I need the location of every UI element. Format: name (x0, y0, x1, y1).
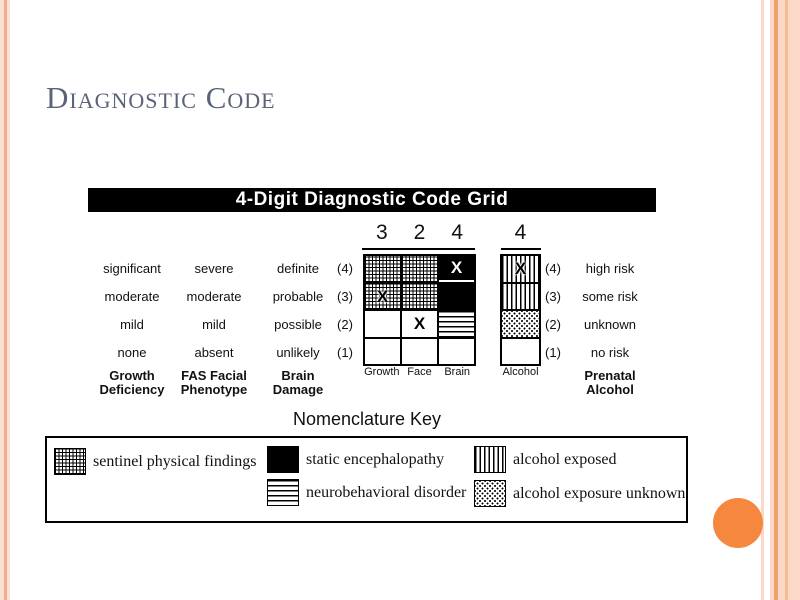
alcohol-column: X (500, 254, 541, 366)
black-fill-pattern-icon (267, 446, 299, 473)
figure-header-bar: 4-Digit Diagnostic Code Grid (88, 188, 656, 212)
key-item-neurobehavioral-disorder: neurobehavioral disorder (267, 479, 466, 506)
key-item-label: alcohol exposed (513, 450, 617, 468)
grid-cell-face-rank2: X (402, 311, 437, 337)
scale-label: none (117, 344, 147, 360)
risk-label: no risk (590, 344, 630, 360)
key-item-alcohol-exposure-unknown: alcohol exposure unknown (474, 480, 685, 507)
vertical-stripes-pattern-icon (474, 446, 506, 473)
scale-label: mild (202, 316, 226, 332)
digit-alcohol: 4 (514, 221, 527, 244)
axis-label-growth: Growth (364, 366, 400, 378)
grid-cell-brain-rank2 (439, 311, 474, 337)
grid-cell-alcohol-rank4: X (502, 256, 539, 282)
grid-cell-face-rank3 (402, 283, 437, 309)
right-border-stripes (758, 0, 800, 600)
risk-label: high risk (585, 260, 635, 276)
scale-column-facial: severe moderate mild absent (168, 254, 260, 366)
scale-label: unlikely (276, 344, 320, 360)
dotted-pattern-icon (474, 480, 506, 507)
grid-cell-alcohol-rank2 (502, 311, 539, 337)
grid-cell-brain-rank4: X (439, 256, 474, 282)
horizontal-stripes-pattern-icon (267, 479, 299, 506)
left-border-stripes (0, 0, 11, 600)
rank-label: (1) (337, 344, 353, 360)
scale-label: probable (272, 288, 324, 304)
digit-row: 3 2 4 (363, 221, 476, 245)
scale-column-rank-left: (4) (3) (2) (1) (327, 254, 363, 366)
scale-label: mild (120, 316, 144, 332)
nomenclature-key-title: Nomenclature Key (292, 409, 442, 429)
grid-cell-growth-rank3: X (365, 283, 400, 309)
grid-cell-alcohol-rank3 (502, 283, 539, 309)
rank-label: (2) (337, 316, 353, 332)
axis-label-alcohol: Alcohol (502, 366, 539, 378)
grid-cell-alcohol-rank1 (502, 338, 539, 364)
grid-cell-growth-rank2 (365, 311, 400, 337)
scale-column-rank-right: (4) (3) (2) (1) (535, 254, 571, 366)
nomenclature-key-box (45, 436, 688, 523)
grid-cell-face-rank4 (402, 256, 437, 282)
rank-label: (4) (545, 260, 561, 276)
risk-label: unknown (583, 316, 637, 332)
key-item-static-encephalopathy: static encephalopathy (267, 446, 444, 473)
rank-label: (2) (545, 316, 561, 332)
scale-label: severe (194, 260, 234, 276)
digit-underline-main (362, 248, 475, 250)
scale-label: moderate (186, 288, 242, 304)
footer-prenatal-alcohol: Prenatal Alcohol (584, 368, 636, 397)
scale-column-risk: high risk some risk unknown no risk (571, 254, 649, 366)
risk-label: some risk (582, 288, 638, 304)
x-mark: X (413, 314, 426, 334)
scale-label: definite (277, 260, 319, 276)
rank-label: (1) (545, 344, 561, 360)
axis-label-brain: Brain (444, 366, 471, 378)
page-title: Diagnostic Code (46, 80, 276, 115)
key-item-label: sentinel physical findings (93, 452, 257, 470)
digit-brain: 4 (451, 221, 464, 244)
scale-label: moderate (104, 288, 160, 304)
scale-column-growth: significant moderate mild none (82, 254, 182, 366)
axis-label-face: Face (407, 366, 432, 378)
rank-label: (3) (337, 288, 353, 304)
scale-label: significant (103, 260, 161, 276)
key-item-label: static encephalopathy (306, 450, 445, 468)
key-item-label: alcohol exposure unknown (513, 484, 686, 502)
key-item-sentinel-physical-findings: sentinel physical findings (54, 448, 257, 475)
x-mark: X (376, 286, 389, 306)
rank-label: (4) (337, 260, 353, 276)
grid-cell-brain-rank3 (439, 283, 474, 309)
footer-growth-deficiency: Growth Deficiency (99, 368, 165, 397)
accent-circle (713, 498, 763, 548)
x-mark: X (450, 258, 463, 278)
grid-cell-growth-rank1 (365, 338, 400, 364)
footer-brain-damage: Brain Damage (272, 368, 324, 397)
grid-cell-growth-rank4 (365, 256, 400, 282)
grid-cell-face-rank1 (402, 338, 437, 364)
digit-face: 2 (413, 221, 426, 244)
crosshatch-pattern-icon (54, 448, 86, 475)
scale-label: possible (274, 316, 322, 332)
code-grid: X X X (363, 254, 476, 366)
rank-label: (3) (545, 288, 561, 304)
grid-axis-labels: Growth Face Brain (363, 366, 476, 378)
digit-underline-alcohol (501, 248, 541, 250)
key-item-label: neurobehavioral disorder (306, 483, 467, 501)
grid-cell-brain-rank1 (439, 338, 474, 364)
key-item-alcohol-exposed: alcohol exposed (474, 446, 617, 473)
scale-label: absent (194, 344, 234, 360)
footer-fas-facial-phenotype: FAS Facial Phenotype (180, 368, 248, 397)
scale-column-brain: definite probable possible unlikely (250, 254, 346, 366)
x-mark: X (514, 259, 527, 279)
digit-growth: 3 (375, 221, 388, 244)
